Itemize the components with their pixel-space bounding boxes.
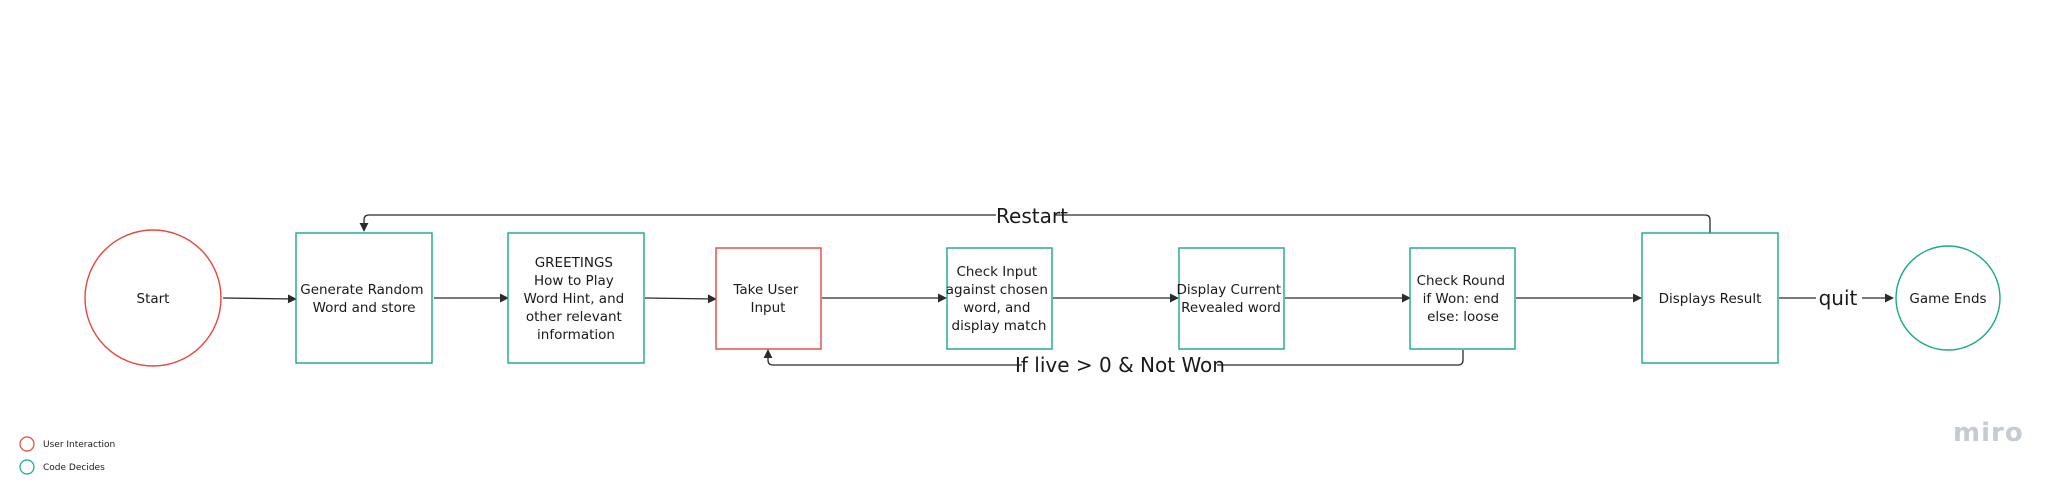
node-take-input[interactable]: Take User Input <box>715 247 822 350</box>
greetings-box <box>507 232 645 364</box>
connectors <box>222 214 1893 366</box>
node-game-ends[interactable]: Game Ends <box>1895 245 2001 351</box>
start-circle <box>84 229 222 367</box>
node-display-current-label: Display Current Revealed word <box>1176 282 1285 316</box>
node-greetings-label: GREETINGS How to Play Word Hint, and oth… <box>523 255 628 343</box>
legend-user-label: User Interaction <box>43 440 115 450</box>
miro-logo: miro <box>1953 418 2024 448</box>
take-input-box <box>715 247 822 350</box>
edge-live-loop <box>768 350 1464 366</box>
legend-code-label: Code Decides <box>43 463 105 473</box>
check-input-box <box>946 247 1053 350</box>
node-check-input[interactable]: Check Input against chosen word, and dis… <box>946 247 1053 350</box>
node-generate[interactable]: Generate Random Word and store <box>295 232 433 364</box>
node-take-input-label: Take User Input <box>732 282 802 316</box>
display-current-box <box>1178 247 1285 350</box>
node-game-ends-label: Game Ends <box>1909 291 1986 307</box>
edge-restart-loop <box>364 214 1711 233</box>
edge-label-quit: quit <box>1819 286 1858 310</box>
edge-label-loop: If live > 0 & Not Won <box>1015 353 1225 377</box>
node-greetings[interactable]: GREETINGS How to Play Word Hint, and oth… <box>507 232 645 364</box>
legend-user-swatch <box>19 436 35 452</box>
node-check-round-label: Check Round if Won: end else: loose <box>1417 273 1510 325</box>
edge-greetings-to-take-input <box>644 294 717 304</box>
node-display-current[interactable]: Display Current Revealed word <box>1176 247 1285 350</box>
legend: User Interaction Code Decides <box>19 436 115 475</box>
legend-code-swatch <box>19 459 35 475</box>
generate-box <box>295 232 433 364</box>
check-round-box <box>1409 247 1516 350</box>
edge-start-to-generate <box>222 294 297 304</box>
node-generate-label: Generate Random Word and store <box>300 282 428 316</box>
edge-label-restart: Restart <box>996 204 1068 228</box>
game-ends-circle <box>1895 245 2001 351</box>
displays-result-box <box>1641 232 1779 364</box>
node-displays-result-label: Displays Result <box>1659 291 1762 307</box>
node-check-input-label: Check Input against chosen word, and dis… <box>946 264 1052 334</box>
node-displays-result[interactable]: Displays Result <box>1641 232 1779 364</box>
node-check-round[interactable]: Check Round if Won: end else: loose <box>1409 247 1516 350</box>
node-start[interactable]: Start <box>84 229 222 367</box>
node-start-label: Start <box>137 291 170 307</box>
